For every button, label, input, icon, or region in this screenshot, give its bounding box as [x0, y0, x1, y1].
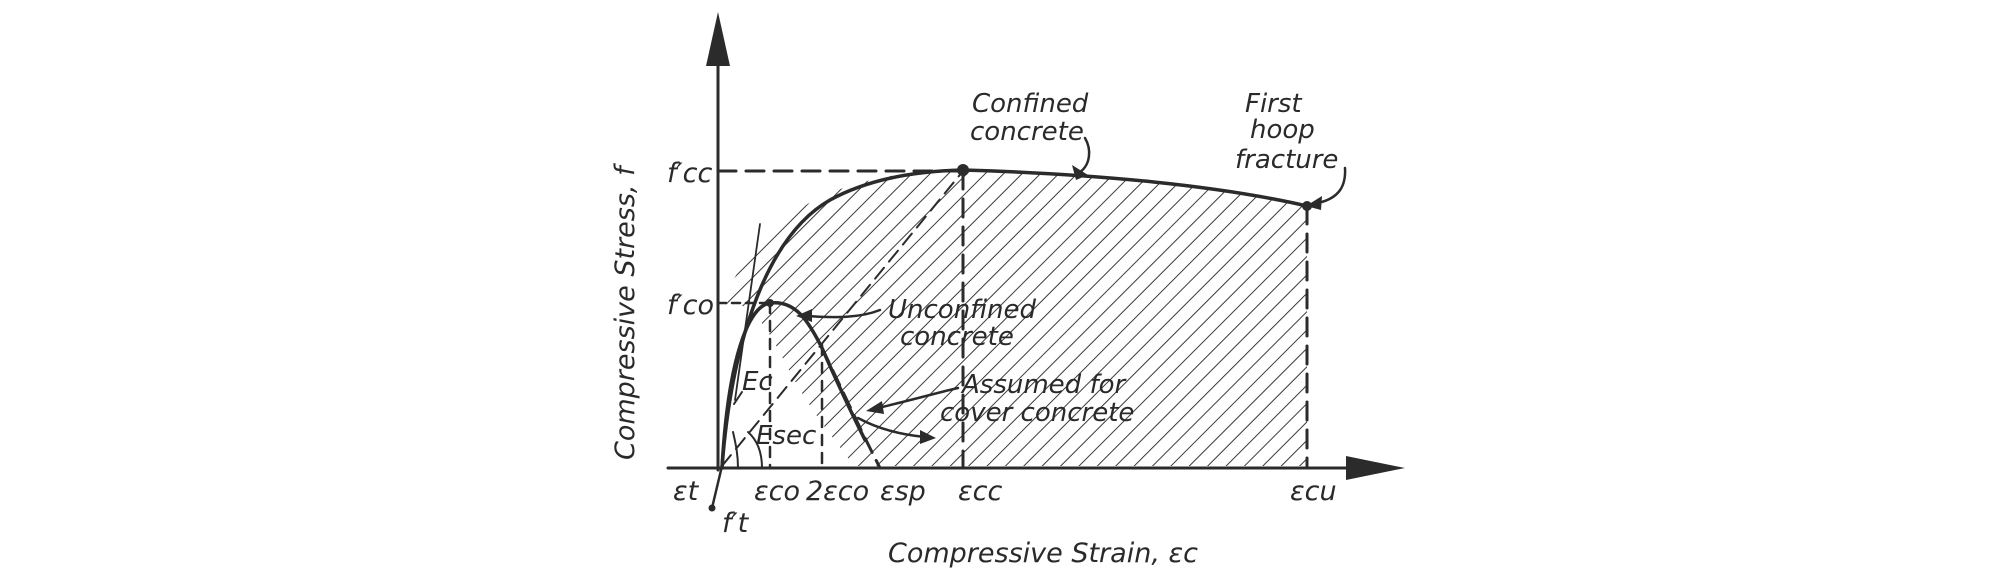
cover-leader: [876, 386, 960, 410]
unconfined-peak-point: [766, 299, 774, 307]
cover-label-line2: cover concrete: [940, 398, 1134, 428]
cover-label-line1: Assumed for: [960, 370, 1128, 400]
peak-point: [957, 164, 969, 176]
2eco-label: 2εco: [806, 476, 869, 507]
ecu-label: εcu: [1290, 476, 1337, 507]
confined-leader: [1078, 136, 1091, 174]
x-axis-title: Compressive Strain, εc: [888, 538, 1198, 569]
confined-label-line1: Confined: [972, 89, 1089, 119]
cover-arrow: [856, 416, 927, 439]
et-label: εt: [673, 476, 700, 507]
cover-concrete-curve: [820, 346, 882, 470]
ec-pointer: [733, 391, 743, 405]
x-axis: [666, 456, 1405, 480]
leader-arrows: [796, 136, 1347, 444]
tension-line: [710, 464, 724, 510]
unconfined-label-line2: concrete: [900, 322, 1014, 352]
shaded-region: [722, 170, 1307, 466]
secant-line: [721, 170, 964, 467]
x-axis-arrowhead: [1346, 456, 1405, 480]
unconfined-label-line1: Unconfined: [888, 295, 1036, 325]
modulus-arcs: [732, 391, 763, 469]
ecc-label: εcc: [958, 476, 1002, 507]
esec-arc: [747, 431, 763, 469]
eco-label: εco: [754, 476, 800, 507]
y-axis: [706, 12, 730, 472]
esec-label: Esec: [756, 421, 816, 451]
y-axis-arrowhead: [706, 12, 730, 66]
esp-label: εsp: [880, 476, 926, 507]
hoop-label-line3: fracture: [1235, 145, 1338, 175]
fcc-label: f′cc: [667, 158, 712, 189]
ec-label: Ec: [742, 367, 773, 397]
hoop-label-line1: First: [1245, 89, 1302, 119]
hoop-leader: [1316, 166, 1347, 205]
ft-point: [708, 504, 716, 512]
ec-arc: [732, 431, 739, 469]
curves: [708, 164, 1312, 512]
fco-label: f′co: [667, 290, 714, 321]
hoop-label-line2: hoop: [1250, 115, 1315, 145]
tangent-line: [734, 223, 761, 401]
unconfined-leader: [806, 308, 882, 319]
ft-label: f′t: [722, 508, 750, 539]
y-axis-title: Compressive Stress, f: [610, 163, 641, 460]
guide-lines: [716, 169, 1309, 470]
confined-label-line2: concrete: [970, 117, 1084, 147]
